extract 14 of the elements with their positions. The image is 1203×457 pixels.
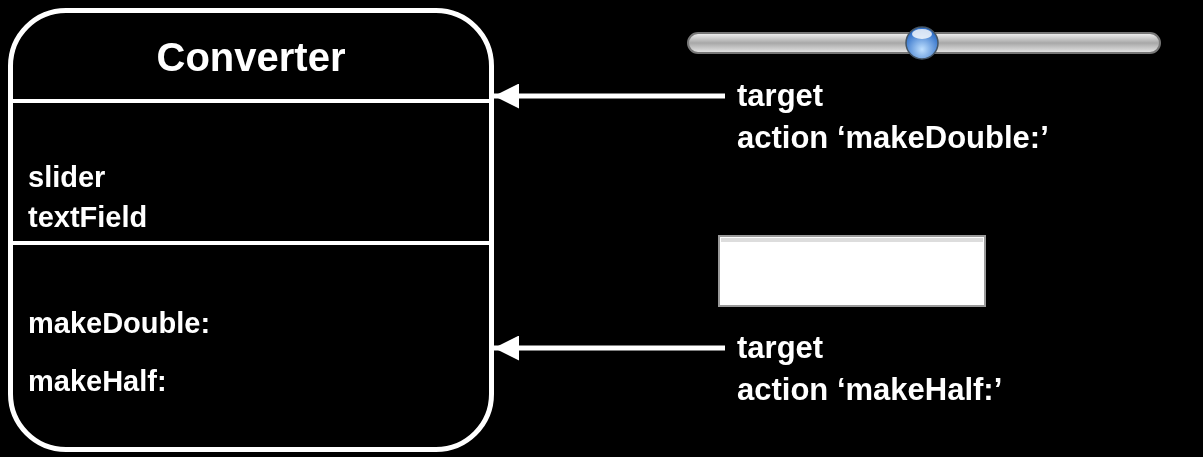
outlet-name: textField <box>28 201 148 234</box>
connection-text: action ‘makeDouble:’ <box>737 120 1049 156</box>
class-name: Converter <box>155 35 347 80</box>
action-name: makeDouble: <box>28 307 211 340</box>
slider-control <box>686 26 1162 60</box>
arrow <box>494 335 725 361</box>
text-field <box>718 235 986 307</box>
arrow <box>494 83 725 109</box>
outlet-name: slider <box>28 161 106 194</box>
connection-text: target <box>737 78 824 114</box>
class-box <box>8 8 494 452</box>
connection-text: target <box>737 330 824 366</box>
connection-text: action ‘makeHalf:’ <box>737 372 1003 408</box>
action-name: makeHalf: <box>28 365 167 398</box>
